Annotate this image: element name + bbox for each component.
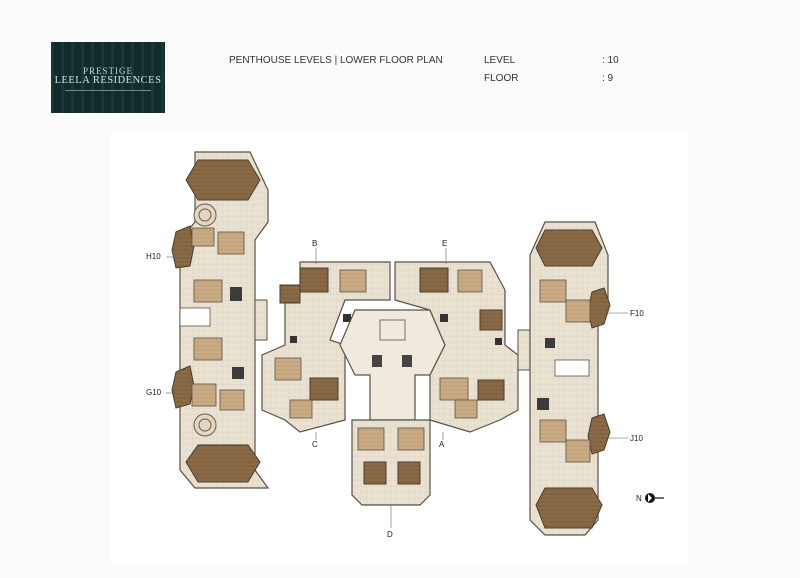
unit-label-g10: G10 — [146, 388, 162, 397]
logo-pattern — [51, 42, 165, 113]
unit-label-f10: F10 — [630, 309, 644, 318]
level-label: LEVEL — [484, 55, 516, 66]
logo-line-2: LEELA RESIDENCES — [54, 75, 162, 86]
logo-rule — [65, 90, 151, 91]
unit-label-j10: J10 — [630, 434, 643, 443]
unit-label-h10: H10 — [146, 252, 161, 261]
unit-label-e: E — [442, 239, 448, 248]
left-tower — [171, 151, 270, 489]
floor-label: FLOOR — [484, 73, 519, 84]
prestige-leela-logo: PRESTIGE LEELA RESIDENCES — [51, 42, 165, 113]
left-center-wing — [261, 261, 391, 433]
logo-line-1: PRESTIGE — [82, 66, 133, 76]
unit-label-c: C — [312, 440, 318, 449]
label-leaders — [166, 248, 628, 528]
plan-title: PENTHOUSE LEVELS | LOWER FLOOR PLAN — [229, 55, 443, 66]
central-core — [339, 309, 446, 421]
north-label: N — [636, 494, 642, 503]
unit-label-d: D — [387, 530, 393, 539]
right-tower — [529, 221, 611, 536]
level-value: : 10 — [602, 55, 619, 66]
right-center-wing — [394, 261, 519, 433]
unit-label-a: A — [439, 440, 445, 449]
bottom-wing — [351, 419, 431, 506]
north-arrow-icon — [645, 493, 664, 503]
unit-label-b: B — [312, 239, 318, 248]
floor-value: : 9 — [602, 73, 614, 84]
